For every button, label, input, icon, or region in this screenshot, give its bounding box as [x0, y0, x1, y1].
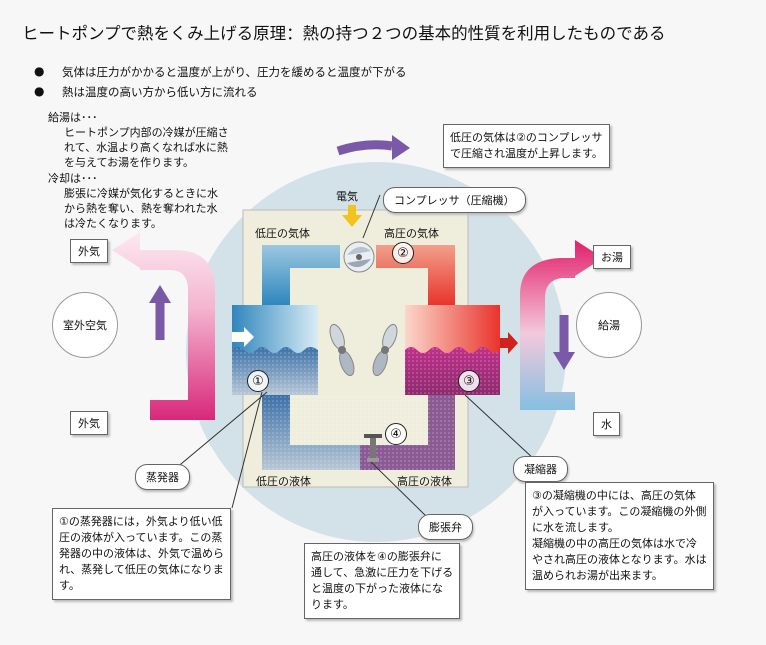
evaporator-note-line: 圧の液体が入っています。この蒸 — [59, 531, 223, 544]
cycle-arrow-top — [336, 140, 393, 156]
condenser-note-line: に水を流します。 — [532, 521, 619, 534]
outdoor-air-circle: 室外空気 — [52, 292, 118, 358]
evaporator-note-line: れ、蒸発して低圧の気体になりま — [59, 563, 224, 576]
supply-note-line: れて、水温より高くなれば水に熱 — [64, 141, 228, 154]
valve-note-line: 高圧の液体を④の膨張弁に — [311, 550, 442, 563]
condenser-note-line: ③の凝縮機の中には、高圧の気体 — [532, 489, 696, 502]
valve-note-line: ります。 — [311, 598, 354, 611]
number-1-marker: ① — [247, 370, 269, 392]
supply-circle: 給湯 — [576, 292, 642, 358]
cooling-note-line: は冷たくなります。 — [64, 217, 162, 230]
outside-air-label-top: 外気 — [70, 239, 108, 263]
expansion-valve-label: 膨張弁 — [418, 514, 473, 540]
supply-note-line: を与えてお湯を作ります。 — [64, 156, 195, 169]
compressor-note-box: 低圧の気体は②のコンプレッサ で圧縮され温度が上昇します。 — [443, 124, 610, 168]
high-gas-label: 高圧の気体 — [384, 227, 439, 240]
valve-note-box: 高圧の液体を④の膨張弁に 通して、急激に圧力を下げる と温度の下がった液体にな … — [304, 543, 461, 619]
valve-note-line: 通して、急激に圧力を下げる — [311, 566, 454, 579]
evaporator-label: 蒸発器 — [135, 464, 190, 490]
number-3-marker: ③ — [458, 370, 480, 392]
air-in-arrow — [232, 327, 254, 347]
hot-water-label: お湯 — [593, 245, 631, 269]
evaporator-note-line: 発器の中の液体は、外気で温めら — [59, 547, 224, 560]
electricity-arrow — [342, 205, 362, 227]
condenser-note-line: 凝縮機の中の高圧の気体は水で冷 — [532, 537, 697, 550]
number-4-marker: ④ — [385, 423, 407, 445]
page-title: ヒートポンプで熱をくみ上げる原理：熱の持つ２つの基本的性質を利用したものである — [22, 24, 666, 43]
compressor-label: コンプレッサ（圧縮機） — [383, 187, 526, 213]
cooling-note-heading: 冷却は･･･ — [48, 172, 98, 185]
compressor-icon — [343, 241, 375, 273]
outside-air-label-bottom: 外気 — [70, 411, 108, 435]
evaporator-note-line: ①の蒸発器には，外気より低い低 — [59, 515, 223, 528]
number-2-marker: ② — [392, 242, 414, 264]
condenser-label: 凝縮器 — [513, 456, 568, 482]
outside-air-arrow — [112, 232, 215, 420]
water-label: 水 — [593, 412, 620, 436]
condenser-note-box: ③の凝縮機の中には、高圧の気体 が入っています。この凝縮機の外側 に水を流します… — [525, 482, 714, 590]
condenser-note-line: 温められお湯が出来ます。 — [532, 569, 663, 582]
condenser-note-line: やされ高圧の液体となります。水は — [532, 553, 707, 566]
fan-left-icon — [329, 323, 355, 377]
low-gas-label: 低圧の気体 — [255, 227, 310, 240]
high-liquid-label: 高圧の液体 — [397, 475, 452, 488]
compressor-note-line: で圧縮され温度が上昇します。 — [450, 147, 603, 160]
valve-note-line: と温度の下がった液体にな — [311, 582, 443, 595]
supply-note-heading: 給湯は･･･ — [48, 111, 98, 124]
evaporator-note-line: す。 — [59, 579, 80, 592]
bullet-heat-flow: 熱は温度の高い方から低い方に流れる — [34, 84, 257, 100]
electricity-label: 電気 — [336, 190, 358, 203]
evaporator-note-box: ①の蒸発器には，外気より低い低 圧の液体が入っています。この蒸 発器の中の液体は… — [52, 508, 231, 600]
cooling-note-line: 膨張に冷媒が気化するときに水 — [64, 187, 218, 200]
supply-note-line: ヒートポンプ内部の冷媒が圧縮さ — [64, 126, 229, 139]
bullet-gas-pressure: 気体は圧力がかかると温度が上がり、圧力を緩めると温度が下がる — [34, 64, 407, 80]
water-out-arrow — [500, 332, 518, 354]
water-arrow — [520, 240, 603, 410]
low-liquid-label: 低圧の液体 — [256, 475, 311, 488]
condenser-note-line: が入っています。この凝縮機の外側 — [532, 505, 707, 518]
expansion-valve-icon — [364, 434, 382, 462]
cooling-note-line: から熱を奪い、熱を奪われた水 — [64, 202, 218, 215]
compressor-note-line: 低圧の気体は②のコンプレッサ — [450, 131, 603, 144]
fan-right-icon — [372, 323, 398, 377]
